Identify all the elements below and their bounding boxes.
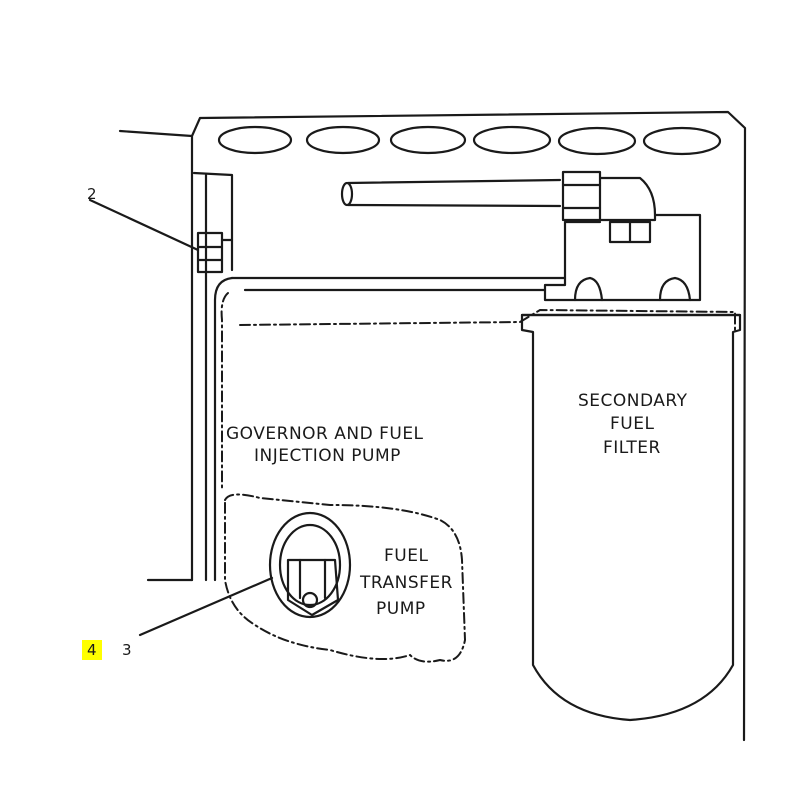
filter-label-line3: FILTER [603, 438, 661, 458]
pump-label-line3: PUMP [376, 599, 426, 619]
cylinder-ports [217, 125, 722, 156]
elbow-fitting [561, 170, 657, 222]
filter-label-line1: SECONDARY [578, 391, 688, 411]
callout-3: 3 [122, 641, 132, 659]
secondary-fuel-filter [520, 313, 742, 722]
fitting-2 [196, 231, 224, 274]
leader-2 [88, 198, 200, 252]
governor-label-line2: INJECTION PUMP [254, 446, 401, 466]
fitting-nut [608, 220, 652, 244]
pump-label-line1: FUEL [384, 546, 429, 566]
governor-label-line1: GOVERNOR AND FUEL [226, 424, 424, 444]
transfer-pump-outline [224, 493, 467, 663]
filter-label-line2: FUEL [610, 414, 655, 434]
governor-pump-outline [220, 292, 736, 491]
return-line [230, 276, 567, 292]
leader-3 [138, 576, 274, 637]
pump-fitting [268, 511, 352, 619]
fuel-line-pipe [346, 178, 562, 208]
filter-head [543, 213, 702, 302]
highlight-callout-4: 4 [82, 640, 102, 660]
pump-label-line2: TRANSFER [360, 573, 453, 593]
engine-block-outline [118, 110, 747, 742]
callout-2: 2 [87, 185, 97, 203]
